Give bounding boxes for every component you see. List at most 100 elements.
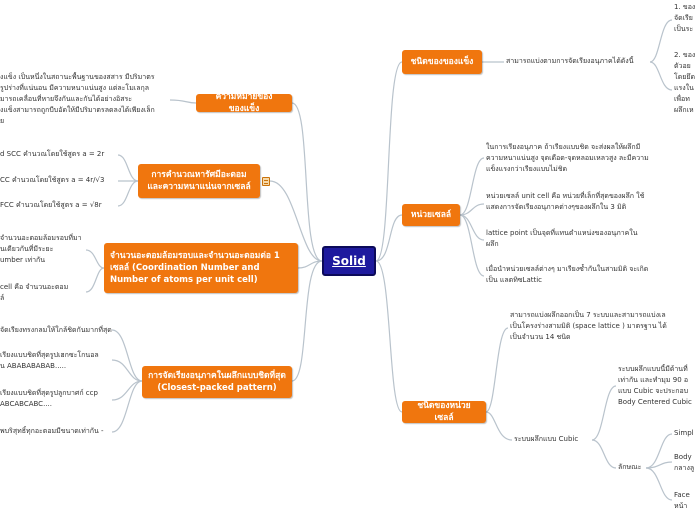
- unitcell-leaf-line: ความหนาแน่นสูง จุดเดือด-จุดหลอมเหลวสูง ล…: [486, 154, 649, 162]
- link-coordination-leaf-2: [85, 267, 105, 293]
- branch-coordination-label: จำนวนอะตอมล้อมรอบและจำนวนอะตอมต่อ 1 เซลล…: [110, 251, 280, 285]
- unitcell-leaf-line: ในการเรียงอนุภาค ถ้าเรียงแบบชิด จะส่งผลใ…: [486, 143, 641, 151]
- types-sub-1[interactable]: 1. ของ จัดเรีย เป็นระ: [674, 2, 696, 35]
- cubic-kind-body[interactable]: Body กลางลู: [674, 452, 696, 474]
- link-celltypes-leaf: [485, 327, 509, 413]
- types-sub-line: จัดเรีย: [674, 14, 693, 22]
- link-kind-2: [645, 461, 673, 469]
- types-sub-line: โดยยึด: [674, 73, 696, 81]
- link-central-packing: [291, 260, 323, 382]
- celltypes-leaf[interactable]: สามารถแบ่งผลึกออกเป็น 7 ระบบและสามารถแบ่…: [510, 310, 680, 343]
- radius-leaf-1[interactable]: d SCC คำนวณโดยใช้สูตร a = 2r: [0, 150, 105, 158]
- link-cubic-kinds: [591, 439, 617, 469]
- types-sub-line: เป็นระ: [674, 25, 694, 33]
- branch-packing-label: การจัดเรียงอนุภาคในผลึกแบบชิดที่สุด (Clo…: [148, 371, 286, 393]
- radius-leaf-3[interactable]: FCC คำนวณโดยใช้สูตร a = √8r: [0, 201, 102, 209]
- cubic-kind-line: กลางลู: [674, 464, 695, 472]
- link-packing-leaf-1: [111, 329, 143, 382]
- radius-leaf-2[interactable]: CC คำนวณโดยใช้สูตร a = 4r/√3: [0, 176, 105, 184]
- branch-celltypes[interactable]: ชนิดของหน่วยเซลล์: [402, 401, 486, 423]
- celltypes-leaf-line: เป็นจำนวน 14 ชนิด: [510, 333, 571, 341]
- branch-types[interactable]: ชนิดของของแข็ง: [402, 50, 482, 74]
- branch-coordination[interactable]: จำนวนอะตอมล้อมรอบและจำนวนอะตอมต่อ 1 เซลล…: [104, 243, 298, 293]
- packing-leaf-4[interactable]: พบริสุทธิ์ทุกอะตอมมีขนาดเท่ากัน -: [0, 427, 104, 435]
- link-cubic-desc: [591, 385, 617, 441]
- cubic-kind-line: หน้า: [674, 502, 688, 510]
- note-icon[interactable]: [262, 177, 270, 186]
- link-packing-leaf-2: [111, 359, 143, 382]
- link-radius-leaf-1: [117, 154, 139, 182]
- definition-leaf-line: มารถเคลื่อนที่หายจึงกันและกันได้อย่างอิส…: [0, 95, 133, 103]
- link-unitcell-leaf-1: [459, 157, 485, 216]
- definition-leaf[interactable]: งแข็ง เป็นหนึ่งในสถานะพื้นฐานของสสาร มีป…: [0, 72, 170, 127]
- definition-leaf-line: งแข็ง เป็นหนึ่งในสถานะพื้นฐานของสสาร มีป…: [0, 73, 155, 81]
- packing-leaf-line: เรียงแบบชิดที่สุดรูปเฮกซะโกนอล: [0, 351, 99, 359]
- link-kind-1: [645, 433, 673, 469]
- link-kind-3: [645, 467, 673, 501]
- link-central-types: [375, 61, 403, 262]
- definition-leaf-line: รูปร่างที่แน่นอน มีความหนาแน่นสูง แต่ละโ…: [0, 84, 150, 92]
- branch-types-label: ชนิดของของแข็ง: [410, 57, 474, 67]
- cubic-system-label[interactable]: ระบบผลึกแบบ Cubic: [514, 435, 579, 443]
- celltypes-leaf-line: เป็นโครงร่างสามมิติ (space lattice ) มาต…: [510, 322, 667, 330]
- unitcell-leaf-4[interactable]: เมื่อนำหน่วยเซลล์ต่างๆ มาเรียงซ้ำกันในสา…: [486, 264, 662, 286]
- central-topic[interactable]: Solid: [322, 246, 376, 276]
- branch-unitcell-label: หน่วยเซลล์: [410, 210, 452, 220]
- link-unitcell-leaf-4: [459, 214, 485, 277]
- coordination-leaf-line: ล์: [0, 294, 5, 302]
- branch-unitcell[interactable]: หน่วยเซลล์: [402, 204, 460, 226]
- cubic-kind-simple[interactable]: Simpl: [674, 429, 694, 437]
- cubic-desc-line: Body Centered Cubic: [618, 398, 692, 406]
- celltypes-leaf-line: สามารถแบ่งผลึกออกเป็น 7 ระบบและสามารถแบ่…: [510, 311, 666, 319]
- coordination-leaf-line: นเดียวกันที่มีระยะ: [0, 245, 54, 253]
- branch-radius[interactable]: การคำนวณหารัศมีอะตอม และความหนาแน่นจากเซ…: [138, 164, 260, 198]
- coordination-leaf-line: umber เท่ากัน: [0, 256, 46, 264]
- cubic-kinds-label[interactable]: ลักษณะ: [618, 463, 642, 471]
- branch-definition-label: ความหมายของของแข็ง: [215, 92, 273, 114]
- unitcell-leaf-line: ผลึก: [486, 240, 499, 248]
- packing-leaf-2[interactable]: เรียงแบบชิดที่สุดรูปเฮกซะโกนอล น ABABABA…: [0, 350, 112, 372]
- branch-definition[interactable]: ความหมายของของแข็ง: [196, 92, 292, 114]
- packing-leaf-line: ABCABCABC....: [0, 400, 52, 408]
- unitcell-leaf-line: แสดงการจัดเรียงอนุภาคต่างๆของผลึกใน 3 มิ…: [486, 203, 627, 211]
- types-sub-line: 1. ของ: [674, 3, 696, 11]
- unitcell-leaf-line: เมื่อนำหน่วยเซลล์ต่างๆ มาเรียงซ้ำกันในสา…: [486, 265, 649, 273]
- coordination-leaf-line: จำนวนอะตอมล้อมรอบที่มา: [0, 234, 82, 242]
- unitcell-leaf-line: lattice point เป็นจุดที่แทนตำแหน่งของอนุ…: [486, 229, 638, 237]
- unitcell-leaf-line: แข็งแรงกว่าเรียงแบบไม่ชิด: [486, 165, 568, 173]
- types-sub-line: ผลึกเห: [674, 106, 694, 114]
- definition-leaf-line: ย: [0, 117, 5, 125]
- types-sub-line: 2. ของ: [674, 51, 696, 59]
- cubic-desc-line: แบบ Cubic จะประกอบ: [618, 387, 689, 395]
- link-types-sub-2: [649, 61, 673, 91]
- branch-radius-label: การคำนวณหารัศมีอะตอม และความหนาแน่นจากเซ…: [147, 170, 251, 192]
- link-packing-leaf-4: [111, 380, 143, 433]
- link-unitcell-leaf-2: [459, 203, 485, 216]
- types-sub-line: ตัวอย: [674, 62, 691, 70]
- branch-celltypes-label: ชนิดของหน่วยเซลล์: [417, 401, 471, 423]
- packing-leaf-1[interactable]: จัดเรียงทรงกลมให้ใกล้ชิดกันมากที่สุด: [0, 326, 112, 334]
- link-celltypes-cubic: [485, 411, 513, 441]
- link-central-definition: [291, 102, 323, 262]
- packing-leaf-3[interactable]: เรียงแบบชิดที่สุดรูปลูกบาศก์ ccp ABCABCA…: [0, 388, 112, 410]
- branch-packing[interactable]: การจัดเรียงอนุภาคในผลึกแบบชิดที่สุด (Clo…: [142, 366, 292, 398]
- link-central-radius: [269, 180, 323, 262]
- cubic-kind-line: Face: [674, 491, 690, 499]
- coordination-leaf-2[interactable]: cell คือ จำนวนอะตอม ล์: [0, 282, 86, 304]
- unitcell-leaf-2[interactable]: หน่วยเซลล์ unit cell คือ หน่วยที่เล็กที่…: [486, 191, 662, 213]
- cubic-desc[interactable]: ระบบผลึกแบบนี้มีด้านที่ เท่ากัน และทำมุม…: [618, 364, 696, 408]
- types-sub-2[interactable]: 2. ของ ตัวอย โดยยึด แรงใน เพื่อท ผลึกเห: [674, 50, 696, 116]
- coordination-leaf-line: cell คือ จำนวนอะตอม: [0, 283, 69, 291]
- packing-leaf-line: เรียงแบบชิดที่สุดรูปลูกบาศก์ ccp: [0, 389, 98, 397]
- definition-leaf-line: งแข็งสามารถถูกบีบอัดให้มีปริมาตรลดลงได้เ…: [0, 106, 155, 114]
- unitcell-leaf-3[interactable]: lattice point เป็นจุดที่แทนตำแหน่งของอนุ…: [486, 228, 662, 250]
- packing-leaf-line: น ABABABABAB.....: [0, 362, 67, 370]
- central-topic-label: Solid: [332, 254, 366, 268]
- cubic-kind-line: Body: [674, 453, 692, 461]
- types-leaf[interactable]: สามารถแบ่งตามการจัดเรียงอนุภาคได้ดังนี้: [506, 57, 634, 65]
- coordination-leaf-1[interactable]: จำนวนอะตอมล้อมรอบที่มา นเดียวกันที่มีระย…: [0, 233, 86, 266]
- link-central-unitcell: [375, 214, 403, 262]
- unitcell-leaf-1[interactable]: ในการเรียงอนุภาค ถ้าเรียงแบบชิด จะส่งผลใ…: [486, 142, 662, 175]
- cubic-kind-face[interactable]: Face หน้า: [674, 490, 696, 512]
